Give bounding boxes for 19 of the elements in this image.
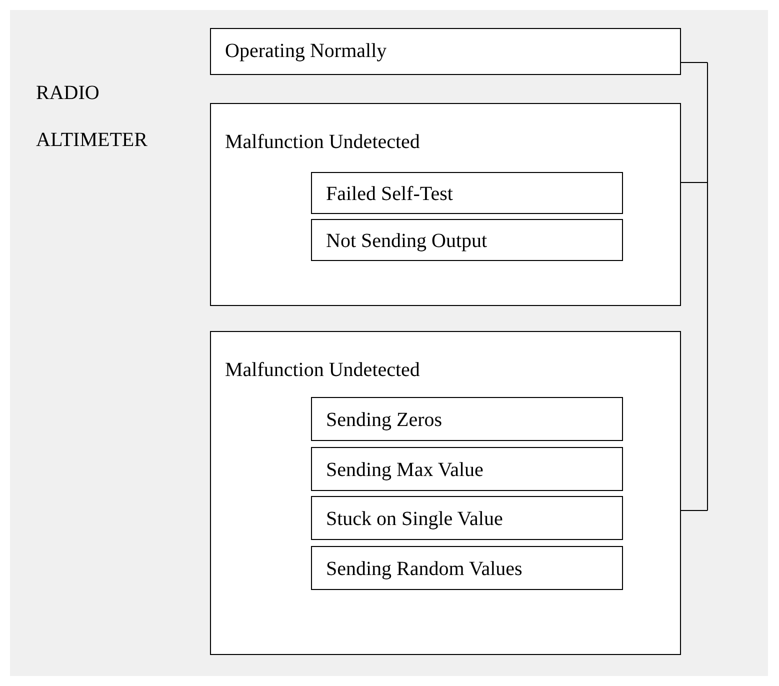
state-group-box [210, 103, 681, 306]
state-group-box [210, 28, 681, 75]
state-label: Failed Self-Test [326, 182, 453, 206]
state-label: Not Sending Output [326, 229, 488, 253]
state-box [311, 397, 623, 441]
state-label: Malfunction Undetected [225, 130, 420, 154]
state-label: Sending Max Value [326, 458, 484, 482]
state-label: Operating Normally [225, 39, 387, 63]
state-label: Sending Random Values [326, 557, 522, 581]
state-label: Sending Zeros [326, 408, 442, 432]
state-label: Stuck on Single Value [326, 507, 503, 531]
state-box [311, 546, 623, 590]
state-label: Malfunction Undetected [225, 358, 420, 382]
state-box [311, 172, 623, 214]
system-label: RADIO ALTIMETER [36, 81, 148, 153]
state-group-box [210, 331, 681, 655]
state-box [311, 496, 623, 540]
state-box [311, 447, 623, 491]
state-box [311, 219, 623, 261]
